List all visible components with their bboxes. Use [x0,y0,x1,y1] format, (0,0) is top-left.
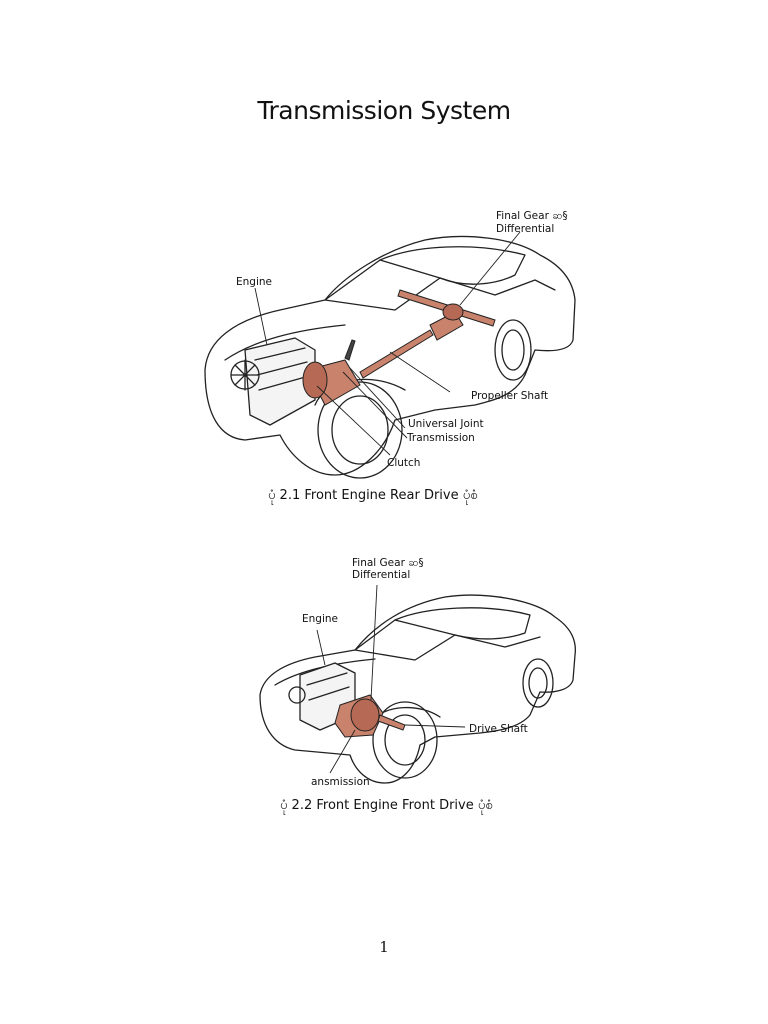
figure1-caption: ပုံ 2.1 Front Engine Rear Drive ပုံစံ [268,488,478,503]
label-propeller-shaft: Propeller Shaft [471,390,549,402]
label-clutch: Clutch [387,457,421,469]
label-universal-joint: Universal Joint [408,418,484,430]
page-title: Transmission System [257,96,511,125]
car-diagram-rear-drive [204,231,576,479]
label-final-gear: Final Gear ဆ§ [496,210,568,222]
label-transmission: ansmission [311,776,370,788]
label-differential: Differential [496,223,555,235]
label-engine: Engine [302,613,338,625]
figure-front-engine-front-drive: Final Gear ဆ§ Differential Engine Drive … [255,555,585,800]
label-final-gear: Final Gear ဆ§ [352,557,424,569]
figure-front-engine-rear-drive: Final Gear ဆ§ Differential Engine Propel… [195,200,585,500]
label-differential: Differential [352,569,411,581]
page-number: 1 [379,938,389,956]
label-drive-shaft: Drive Shaft [469,723,528,735]
car-diagram-front-drive [259,584,576,784]
figure2-caption: ပုံ 2.2 Front Engine Front Drive ပုံစံ [280,798,493,813]
label-engine: Engine [236,276,272,288]
label-transmission: Transmission [407,432,475,444]
